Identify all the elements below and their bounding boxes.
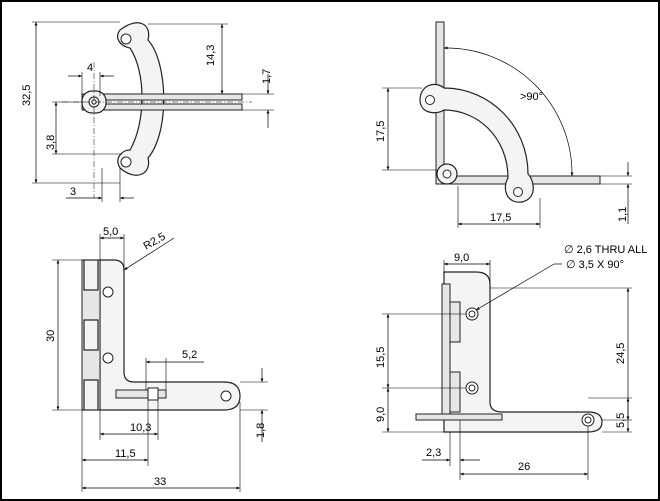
- l-plate-br: [443, 271, 603, 433]
- plate-hole-2: [102, 352, 114, 364]
- latch-bar: [115, 389, 167, 399]
- dim-3-8: 3,8: [45, 135, 57, 150]
- knuckle-br-1: [449, 301, 461, 343]
- pin-tr: [442, 169, 452, 179]
- dim-11-5: 11,5: [115, 448, 136, 460]
- dim-24-5: 24,5: [615, 343, 627, 364]
- knuckle-2: [83, 319, 99, 351]
- leaf-plate-1: [81, 93, 243, 101]
- dim-15-5: 15,5: [375, 347, 387, 368]
- dim-1-7: 1,7: [261, 69, 273, 84]
- thru-hole-2: [468, 384, 476, 392]
- angle-90: >90°: [520, 91, 543, 103]
- dim-4: 4: [87, 62, 93, 74]
- knuckle-3: [83, 379, 99, 411]
- latch-slot: [147, 387, 159, 401]
- view-bottom-right: 9,0 ∅ 2,6 THRU ALL ∅ 3,5 X 90° 24,5 15,5…: [375, 244, 647, 480]
- l-plate: [99, 259, 241, 411]
- leaf-plate-2: [81, 103, 243, 111]
- thru-hole-1: [468, 310, 476, 318]
- dim-14-3: 14,3: [205, 45, 217, 66]
- knuckle-br-2: [449, 371, 461, 413]
- dim-9-0-top: 9,0: [454, 252, 469, 264]
- dim-30: 30: [45, 330, 57, 342]
- dim-3: 3: [70, 186, 76, 198]
- hole-bottom: [120, 156, 132, 168]
- view-top-right: >90° 17,5 17,5 1,1: [375, 21, 632, 228]
- dim-r2-5: R2,5: [142, 231, 168, 253]
- thru-hole-3: [584, 416, 592, 424]
- view-top-left: 32,5 4 14,3 1,7 3,8 3: [21, 21, 274, 202]
- knuckle-1: [83, 259, 99, 291]
- dim-5-2: 5,2: [182, 349, 197, 361]
- hole-callout-1: ∅ 2,6 THRU ALL: [564, 244, 647, 256]
- hole-top: [120, 33, 132, 45]
- dim-5-0: 5,0: [103, 226, 118, 238]
- dim-33: 33: [154, 476, 166, 488]
- dim-9-0-left: 9,0: [375, 407, 387, 422]
- plate-hole-3: [220, 390, 232, 402]
- view-bottom-left: 5,0 R2,5 30 5,2 10,3 1,8 11,5: [45, 226, 268, 492]
- dim-1-1: 1,1: [617, 207, 629, 222]
- edge-strip: [441, 283, 451, 421]
- dim-32-5: 32,5: [21, 85, 33, 106]
- dim-1-8: 1,8: [255, 423, 267, 438]
- plate-hole-1: [102, 286, 114, 298]
- arm-hole-bottom: [513, 187, 523, 197]
- dim-2-3: 2,3: [426, 447, 441, 459]
- dim-17-5-vert: 17,5: [375, 121, 387, 142]
- dim-17-5-horiz: 17,5: [490, 212, 511, 224]
- dim-10-3: 10,3: [130, 422, 151, 434]
- bottom-leaf: [415, 413, 503, 421]
- dim-26: 26: [518, 461, 530, 473]
- dim-5-5: 5,5: [615, 413, 627, 428]
- hole-callout-2: ∅ 3,5 X 90°: [566, 259, 624, 271]
- arm-hole-top: [425, 95, 435, 105]
